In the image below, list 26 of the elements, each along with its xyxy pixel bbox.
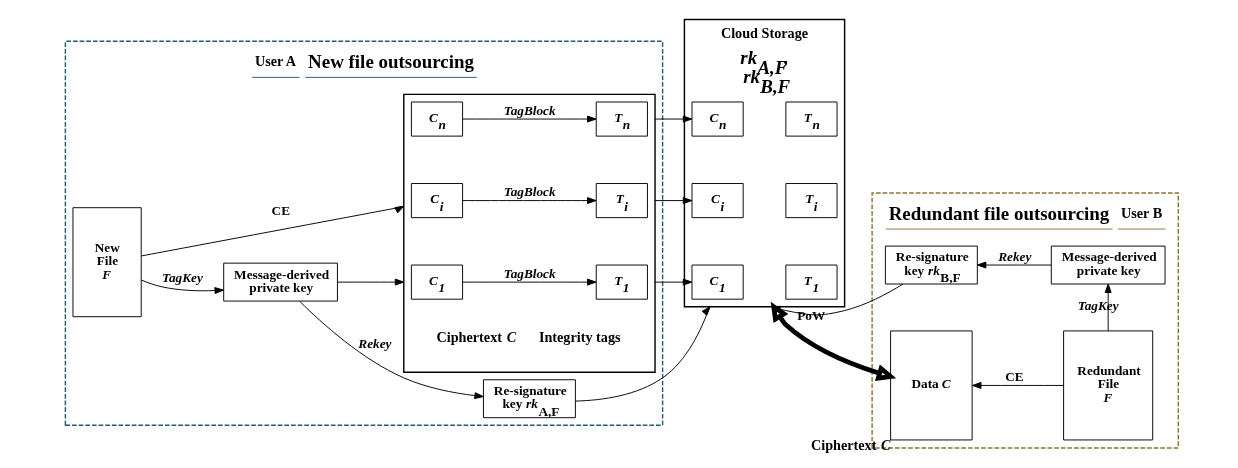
arrow <box>654 278 693 286</box>
edge-label: Rekey <box>998 248 1032 264</box>
arrow <box>462 115 597 123</box>
node-box: New File F <box>72 207 142 318</box>
arrow <box>140 279 224 294</box>
node-box: Data C <box>890 330 973 441</box>
arrow <box>976 261 1052 269</box>
edge-label: TagBlock <box>503 102 556 118</box>
arrow <box>462 278 597 286</box>
arrow <box>575 306 711 402</box>
node-box: Message-derived private key <box>223 262 338 302</box>
edge-label: CE <box>271 202 290 218</box>
edge-label: Rekey <box>358 335 392 351</box>
arrow <box>462 197 597 205</box>
arrow <box>337 278 405 286</box>
node-box: Message-derived private key <box>1050 245 1166 285</box>
arrow <box>654 115 693 123</box>
edge-label: TagKey <box>162 270 203 286</box>
arrow <box>299 300 484 400</box>
edge-label: CE <box>1005 368 1024 384</box>
arrow <box>140 205 405 257</box>
arrow <box>654 197 693 205</box>
node-box: Redundant File F <box>1063 330 1154 441</box>
edge-label: TagBlock <box>503 265 556 281</box>
edge-label: TagBlock <box>503 184 556 200</box>
arrow <box>971 381 1065 389</box>
